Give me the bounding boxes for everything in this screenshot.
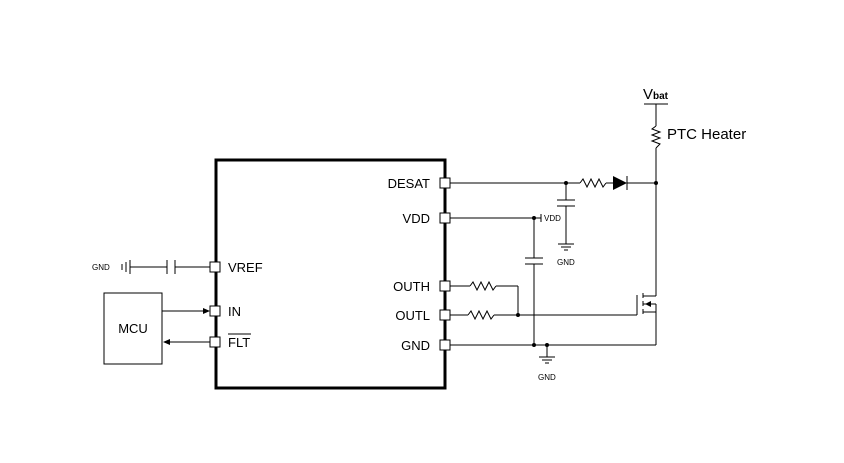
flt-arrow bbox=[163, 339, 170, 345]
pin-gnd bbox=[439, 339, 451, 351]
pin-label-in: IN bbox=[228, 304, 241, 319]
pin-outl bbox=[439, 309, 451, 321]
outl-resistor bbox=[467, 309, 495, 321]
pin-flt bbox=[209, 336, 221, 348]
pin-label-vdd: VDD bbox=[403, 211, 430, 226]
pin-label-gnd: GND bbox=[401, 338, 430, 353]
desat-cap-gnd-label: GND bbox=[557, 258, 575, 267]
pin-label-flt: FLT bbox=[228, 335, 250, 350]
pin-label-outl: OUTL bbox=[395, 308, 430, 323]
heater-label: PTC Heater bbox=[667, 126, 746, 143]
pin-label-desat: DESAT bbox=[388, 176, 430, 191]
mosfet bbox=[636, 293, 656, 315]
pin-vref bbox=[209, 261, 221, 273]
vdd-tag: VDD bbox=[544, 214, 561, 223]
vbat-label: Vbat bbox=[643, 86, 669, 103]
in-arrow bbox=[203, 308, 210, 314]
pin-desat bbox=[439, 177, 451, 189]
pin-label-outh: OUTH bbox=[393, 279, 430, 294]
ptc-heater-resistor bbox=[650, 125, 662, 149]
outh-resistor bbox=[469, 280, 497, 292]
mcu-label: MCU bbox=[118, 321, 148, 336]
mcu-block bbox=[103, 292, 163, 365]
main-gnd-label: GND bbox=[538, 373, 556, 382]
pin-vdd bbox=[439, 212, 451, 224]
vref-gnd-label: GND bbox=[92, 263, 110, 272]
pin-label-vref: VREF bbox=[228, 260, 263, 275]
pin-in bbox=[209, 305, 221, 317]
pin-outh bbox=[439, 280, 451, 292]
desat-diode bbox=[613, 176, 627, 190]
driver-ic-body bbox=[214, 158, 447, 390]
desat-resistor bbox=[579, 177, 607, 189]
